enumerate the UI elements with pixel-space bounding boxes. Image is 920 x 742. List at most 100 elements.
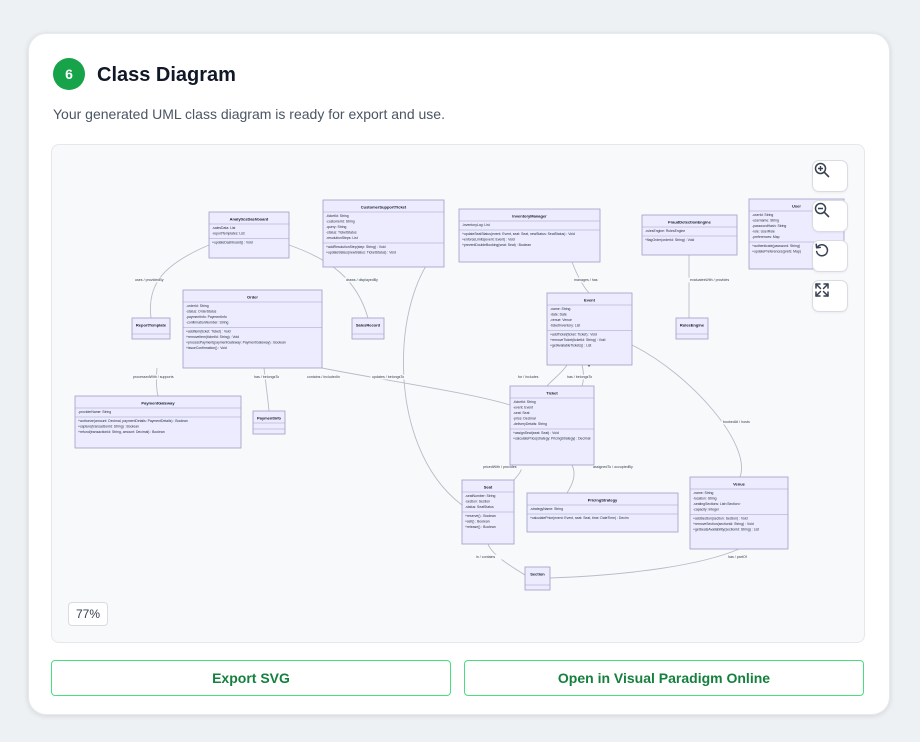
class-box xyxy=(689,476,789,550)
class-diagram-card: 6 Class Diagram Your generated UML class… xyxy=(28,33,890,715)
card-title: Class Diagram xyxy=(97,64,236,86)
class-inventory-manager[interactable]: InventoryManager-inventoryLog: List+upda… xyxy=(458,208,601,263)
class-operation: +removeSection(sectionId: String) : Void xyxy=(693,522,754,526)
class-operation: +enforceLimits(event: Event) : Void xyxy=(462,238,515,242)
relation-label-bg xyxy=(572,277,602,283)
class-attribute: -username: String xyxy=(752,219,779,223)
class-name: SalesRecord xyxy=(356,323,381,328)
classes-layer: AnalyticsDashboard-salesData: List-repor… xyxy=(74,198,845,591)
class-name: Venue xyxy=(733,482,746,487)
relation-label: processedWith / supports xyxy=(133,375,174,379)
relation-label: contains / includedIn xyxy=(307,375,340,379)
class-attribute: -confirmationNumber: String xyxy=(186,321,229,325)
class-box xyxy=(74,395,242,449)
class-name: Ticket xyxy=(546,391,558,396)
class-sales-record[interactable]: SalesRecord xyxy=(351,317,385,340)
relation-line xyxy=(263,367,270,412)
class-customer-support-ticket[interactable]: CustomerSupportTicket-ticketId: String-c… xyxy=(322,199,445,268)
class-attribute: -role: UserRole xyxy=(752,230,775,234)
relation-line xyxy=(566,464,575,494)
class-ticket[interactable]: Ticket-ticketId: String-event: Event-sea… xyxy=(509,385,595,466)
class-attribute: -date: Date xyxy=(550,313,567,317)
class-attribute: -price: Decimal xyxy=(513,417,536,421)
relation-label-bg xyxy=(133,277,170,283)
class-fraud-detection-engine[interactable]: FraudDetectionEngine-rulesEngine: RulesE… xyxy=(641,214,738,256)
fit-screen-button[interactable] xyxy=(812,280,848,312)
class-pricing-strategy[interactable]: PricingStrategy-strategyName: String+cal… xyxy=(526,492,679,533)
class-attribute: -ticketId: String xyxy=(326,214,349,218)
relation-label-bg xyxy=(591,464,640,470)
relation-label-bg xyxy=(565,374,598,380)
class-box xyxy=(182,289,323,369)
class-operation: +addTicket(ticket: Ticket) : Void xyxy=(550,333,597,337)
class-seat[interactable]: Seat-seatNumber: String-section: Section… xyxy=(461,479,515,545)
class-payment-gateway[interactable]: PaymentGateway-providerName: String+auth… xyxy=(74,395,242,449)
diagram-canvas[interactable]: uses / providedBy draws / displayedBy mana… xyxy=(51,144,865,643)
relation-label-bg xyxy=(516,374,548,380)
relation-label-bg xyxy=(252,374,285,380)
zoom-out-icon xyxy=(814,202,830,218)
card-subtitle: Your generated UML class diagram is read… xyxy=(53,106,445,122)
class-operation: +authorize(amount: Decimal, paymentDetai… xyxy=(78,419,188,423)
class-operation: +authenticate(password: String) xyxy=(752,244,800,248)
zoom-out-button[interactable] xyxy=(812,200,848,232)
class-operation: +release() : Boolean xyxy=(465,525,496,529)
class-name: AnalyticsDashboard xyxy=(230,217,269,222)
class-operation: +addResolutionStep(step: String) : Void xyxy=(326,245,386,249)
export-svg-button[interactable]: Export SVG xyxy=(51,660,451,696)
relation-label-bg xyxy=(131,374,182,380)
class-name: ReportTemplate xyxy=(136,323,167,328)
class-attribute: -venue: Venue xyxy=(550,318,572,322)
relation-label: manages / has xyxy=(574,278,598,282)
class-attribute: -section: Section xyxy=(465,500,490,504)
class-attribute: -paymentInfo: PaymentInfo xyxy=(186,315,227,319)
class-operation: +capture(transactionId: String) : Boolea… xyxy=(78,425,139,429)
class-operation: +getAvailableTickets() : List xyxy=(550,344,591,348)
relation-label: has / belongsTo xyxy=(254,375,279,379)
class-operation: +removeTicket(ticketId: String) : Void xyxy=(550,338,605,342)
step-number-badge: 6 xyxy=(53,58,85,90)
class-report-template[interactable]: ReportTemplate xyxy=(131,317,171,340)
relation-label-bg xyxy=(344,277,385,283)
class-attribute: -inventoryLog: List xyxy=(462,223,490,227)
expand-icon xyxy=(815,283,829,297)
class-attribute: -location: String xyxy=(693,497,717,501)
class-event[interactable]: Event-name: String-date: Date-venue: Ven… xyxy=(546,292,633,366)
relation-line xyxy=(321,367,511,406)
class-rules-engine[interactable]: RulesEngine xyxy=(675,317,709,340)
class-name: Section xyxy=(530,572,545,577)
class-operation: +refund(transactionId: String, amount: D… xyxy=(78,430,165,434)
class-attribute: -seatingSections: List<Section> xyxy=(693,502,741,506)
class-operation: +processPayment(paymentGateway: PaymentG… xyxy=(186,341,286,345)
class-attribute: -passwordHash: String xyxy=(752,224,786,228)
class-venue[interactable]: Venue-name: String-location: String-seat… xyxy=(689,476,789,550)
class-attribute: -ticketInventory: List xyxy=(550,324,580,328)
class-box xyxy=(131,317,171,340)
class-box xyxy=(252,410,286,435)
relation-label: uses / providedBy xyxy=(135,278,164,282)
relation-label-bg xyxy=(688,277,739,283)
class-section[interactable]: Section xyxy=(524,566,551,591)
class-attribute: -customerId: String xyxy=(326,220,355,224)
relation-label: draws / displayedBy xyxy=(346,278,378,282)
zoom-in-button[interactable] xyxy=(812,160,848,192)
class-name: InventoryManager xyxy=(512,214,547,219)
class-name: Order xyxy=(247,295,258,300)
relation-label: for / includes xyxy=(518,375,539,379)
relation-label-bg xyxy=(305,374,350,380)
reset-view-button[interactable] xyxy=(812,240,848,272)
class-analytics-dashboard[interactable]: AnalyticsDashboard-salesData: List-repor… xyxy=(208,211,290,259)
relation-line xyxy=(149,244,210,319)
class-attribute: -status: SeatStatus xyxy=(465,505,494,509)
class-payment-info[interactable]: PaymentInfo xyxy=(252,410,286,435)
relation-label: in / contains xyxy=(476,555,495,559)
class-box xyxy=(546,292,633,366)
class-operation: +preventDoubleBooking(seat: Seat) : Bool… xyxy=(462,243,531,247)
rotate-ccw-icon xyxy=(815,243,829,257)
class-attribute: -seat: Seat xyxy=(513,411,529,415)
class-operation: +issueConfirmation() : Void xyxy=(186,346,227,350)
class-order[interactable]: Order-orderId: String-status: OrderStatu… xyxy=(182,289,323,369)
relation-label: bookedAt / hosts xyxy=(723,420,750,424)
class-box xyxy=(524,566,551,591)
open-visual-paradigm-button[interactable]: Open in Visual Paradigm Online xyxy=(464,660,864,696)
